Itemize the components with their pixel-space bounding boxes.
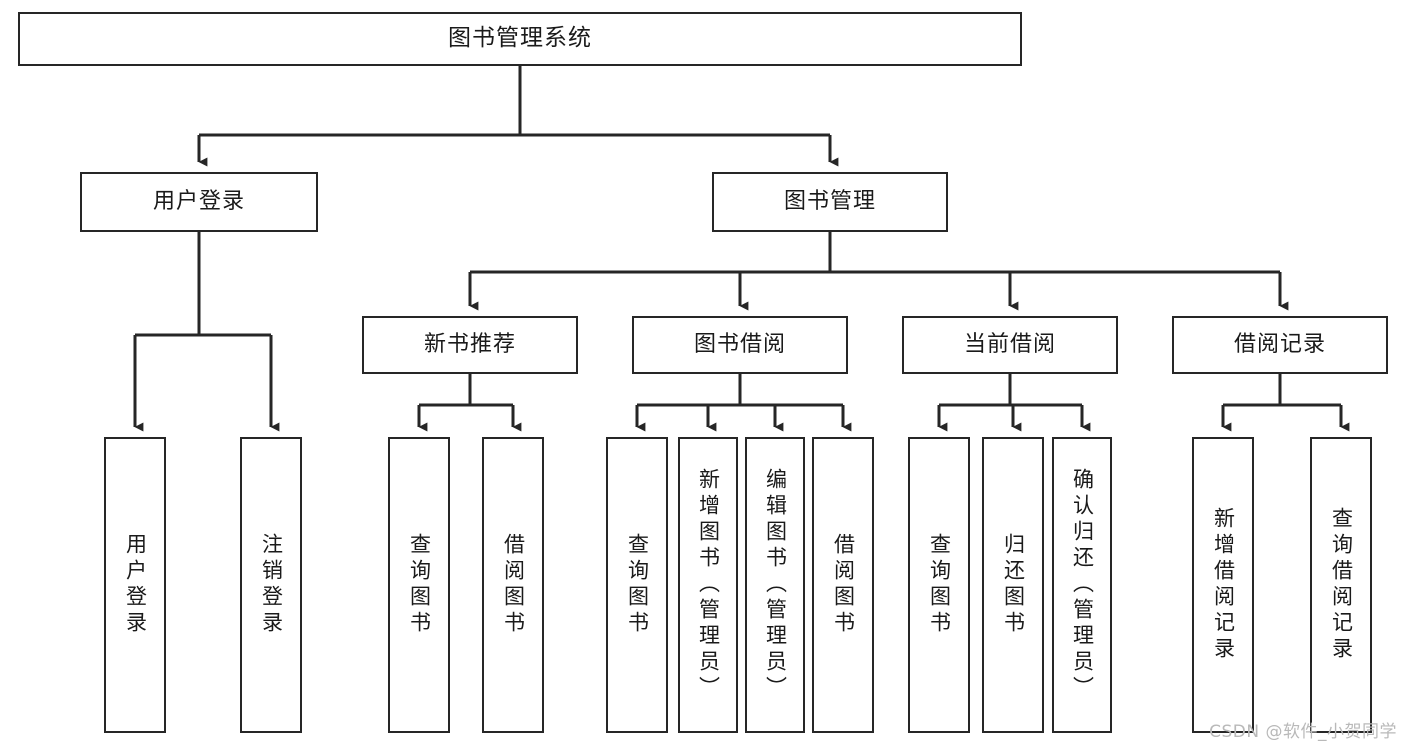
node-root[interactable]: 图书管理系统 — [18, 12, 1022, 66]
node-leaf-user-login[interactable]: 用户登录 — [104, 437, 166, 733]
node-current-borrow[interactable]: 当前借阅 — [902, 316, 1118, 374]
node-new-book-recommend[interactable]: 新书推荐 — [362, 316, 578, 374]
node-leaf-query-book-recommend[interactable]: 查询图书 — [388, 437, 450, 733]
node-leaf-query-book-current[interactable]: 查询图书 — [908, 437, 970, 733]
node-leaf-edit-book[interactable]: 编辑图书（管理员） — [745, 437, 805, 733]
node-leaf-query-borrow-record[interactable]: 查询借阅记录 — [1310, 437, 1372, 733]
node-leaf-add-borrow-record[interactable]: 新增借阅记录 — [1192, 437, 1254, 733]
node-leaf-borrow-book-recommend[interactable]: 借阅图书 — [482, 437, 544, 733]
node-leaf-confirm-return[interactable]: 确认归还（管理员） — [1052, 437, 1112, 733]
node-book-borrow[interactable]: 图书借阅 — [632, 316, 848, 374]
node-book-manage[interactable]: 图书管理 — [712, 172, 948, 232]
node-user-login[interactable]: 用户登录 — [80, 172, 318, 232]
node-leaf-borrow-book[interactable]: 借阅图书 — [812, 437, 874, 733]
csdn-watermark: CSDN @软件_小贺同学 — [1209, 722, 1397, 742]
node-leaf-query-book-borrow[interactable]: 查询图书 — [606, 437, 668, 733]
node-leaf-logout[interactable]: 注销登录 — [240, 437, 302, 733]
node-leaf-return-book[interactable]: 归还图书 — [982, 437, 1044, 733]
node-leaf-add-book[interactable]: 新增图书（管理员） — [678, 437, 738, 733]
node-borrow-record[interactable]: 借阅记录 — [1172, 316, 1388, 374]
